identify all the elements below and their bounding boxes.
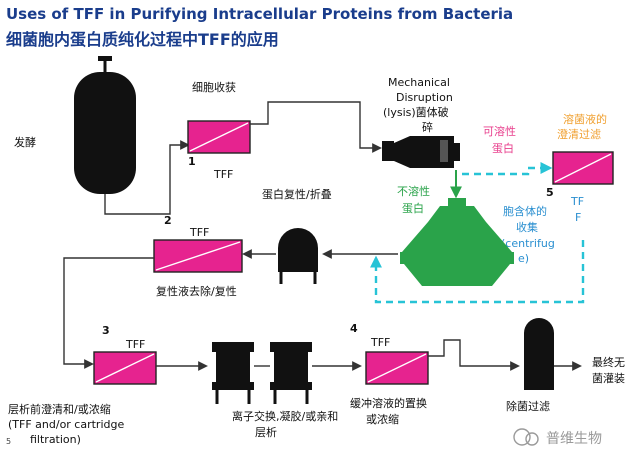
mechanical-label-4: 碎 [422,120,433,134]
refold-return-arrow [370,240,585,304]
lysate-label-2: 澄清过滤 [557,127,601,141]
tff5-label-part2: F [575,211,581,224]
title-english: Uses of TFF in Purifying Intracellular P… [6,5,513,23]
refold-label: 蛋白复性/折叠 [262,187,332,201]
final-fill-label-2: 菌灌装 [592,372,625,385]
step-number-4: 4 [350,322,358,335]
step-number-5: 5 [546,186,554,199]
chromatography-prep-label-2: (TFF and/or cartridge [8,418,124,431]
tff4-label: TFF [370,336,390,349]
ion-exchange-label-1: 离子交换,凝胶/或亲和 [232,409,338,423]
tff-unit-1 [187,120,251,154]
tff2-label: TFF [189,226,209,239]
page-number: 5 [6,437,11,446]
arrow-tff2-to-tff3 [63,257,154,369]
chromatography-prep-label-1: 层析前澄清和/或浓缩 [8,402,111,416]
tff-unit-4 [365,351,429,385]
soluble-label-1: 可溶性 [483,124,516,138]
soluble-path-arrow [462,162,553,176]
mechanical-label-3: (lysis)菌体破 [383,105,449,119]
buffer-exchange-label-1: 缓冲溶液的置换 [350,396,427,410]
chromatography-column-2 [270,342,312,404]
step-number-2: 2 [164,214,172,227]
insoluble-label-2: 蛋白 [402,201,424,215]
tff5-label-part1: TF [570,195,584,208]
mechanical-label-1: Mechanical [388,76,450,89]
arrow-tff1-to-disruption [250,101,382,153]
step-number-1: 1 [188,155,196,168]
ib-label-2: 收集 [516,220,538,234]
buffer-exchange-label-2: 或浓缩 [366,413,399,426]
chromatography-column-1 [212,342,254,404]
sterile-filter-label: 除菌过滤 [506,399,550,413]
cell-harvest-label: 细胞收获 [192,80,236,94]
chromatography-prep-label-3: filtration) [30,433,81,446]
homogenizer-device [382,136,460,168]
tff-unit-5 [552,151,614,185]
ib-label-1: 胞含体的 [503,204,547,218]
ion-exchange-label-2: 层析 [255,425,277,439]
lysate-label-1: 溶菌液的 [563,112,607,126]
tff-unit-3 [93,351,157,385]
ib-label-4: e) [518,252,529,265]
refolding-tank [278,228,318,284]
step-number-3: 3 [102,324,110,337]
mechanical-label-2: Disruption [396,91,453,104]
final-fill-label-1: 最终无 [592,355,625,369]
fermentation-label: 发酵 [14,135,36,149]
soluble-label-2: 蛋白 [492,141,514,155]
sterile-filter-capsule [524,318,554,390]
arrow-fermenter-to-tff1 [104,140,190,215]
svg-text:普维生物: 普维生物 [546,431,602,447]
title-chinese: 细菌胞内蛋白质纯化过程中TFF的应用 [6,30,279,49]
arrow-tff4-to-sterile [428,339,520,371]
watermark: 普维生物 [513,428,602,447]
tff1-label: TFF [213,168,233,181]
tff3-label: TFF [125,338,145,351]
fermenter-tank [74,56,136,194]
ib-label-3: (centrifug [501,237,555,250]
insoluble-label-1: 不溶性 [397,184,430,198]
tff-unit-2 [153,239,243,273]
centrifuge [400,198,514,286]
denature-remove-label: 复性液去除/复性 [156,284,237,298]
